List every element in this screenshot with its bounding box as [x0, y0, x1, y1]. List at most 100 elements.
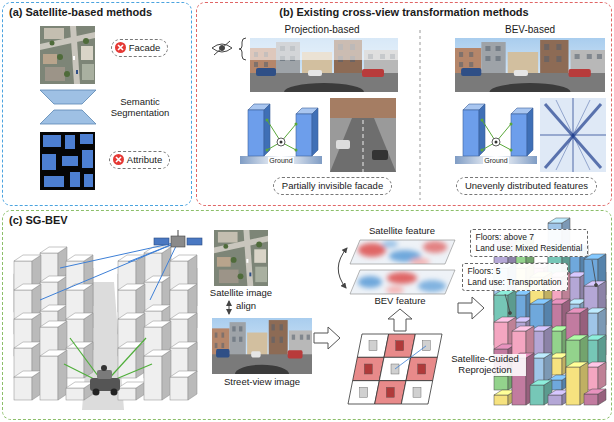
satellite-feature-map [358, 243, 386, 257]
reprojection-grid [406, 357, 437, 380]
reprojection-grid [396, 341, 404, 351]
panel-title: (c) SG-BEV [9, 214, 605, 227]
building-view-figure [455, 104, 537, 164]
city-illustration [170, 377, 188, 400]
reprojection-grid [395, 346, 426, 369]
bev-feature-map [345, 268, 460, 298]
city-illustration [144, 305, 171, 311]
figure-label: Ground [268, 157, 293, 165]
divider [420, 30, 421, 200]
satellite-feature-map [350, 240, 455, 264]
attribute-city [584, 389, 606, 394]
reprojection-grid [353, 357, 384, 380]
callout-text: Floors: 5 [468, 266, 562, 277]
satellite-image [214, 230, 268, 286]
attribute-callout: Floors: 5Land use: Transportation [462, 263, 568, 291]
segmentation-map [40, 132, 95, 190]
city-illustration [66, 342, 93, 348]
reprojection-grid [413, 387, 421, 397]
city-illustration [118, 382, 145, 388]
reprojection-grid [348, 381, 379, 404]
reprojection-grid [422, 341, 430, 351]
attribute-city [584, 281, 606, 286]
bev-map [556, 100, 590, 170]
satellite-feature-map [423, 241, 447, 253]
city-illustration [66, 382, 93, 388]
eye-slash-icon [239, 38, 246, 60]
street-photo [330, 118, 396, 172]
city-illustration [144, 321, 171, 327]
figure-label: align [236, 301, 256, 312]
sensing-rays [40, 242, 178, 384]
attribute-city [494, 395, 508, 405]
panorama-image [455, 38, 605, 101]
street-photo [330, 98, 396, 118]
sensing-rays [40, 242, 178, 300]
city-illustration [162, 350, 171, 400]
pill-text: Unevenly distributed features [465, 179, 588, 193]
city-illustration [82, 282, 124, 410]
city-illustration [66, 313, 93, 319]
hollow-arrow [314, 327, 340, 349]
street-photo [372, 150, 388, 160]
status-pill: Facade [111, 39, 169, 57]
street-view-image [212, 318, 312, 383]
encoder-decoder [40, 90, 96, 124]
leader-line [595, 284, 598, 287]
cross-icon [115, 42, 126, 53]
satellite-feature-map [345, 238, 460, 268]
align-arrow [229, 301, 230, 314]
cross-icon [113, 154, 124, 165]
eye-slash-icon [214, 41, 230, 55]
building-view-figure [240, 104, 322, 164]
callout-text: Land use: Transportation [468, 277, 562, 288]
city-illustration [40, 247, 67, 253]
cross-icon [115, 42, 126, 53]
satellite-icon [178, 230, 179, 236]
figure-label: Ground [483, 157, 508, 165]
panel-title: (a) Satellite-based methods [9, 6, 185, 19]
building-view-figure [455, 104, 537, 164]
encoder-decoder [40, 90, 96, 104]
satellite-icon [187, 238, 202, 245]
figure-label: Satellite feature [369, 226, 435, 237]
bev-feature-map [345, 268, 460, 298]
city-illustration [144, 350, 171, 356]
bev-feature-map [345, 268, 460, 298]
city-illustration [14, 247, 197, 410]
panel-title: (b) Existing cross-view transformation m… [203, 6, 605, 19]
bev-feature-map [386, 286, 404, 294]
reprojection-grid [401, 381, 432, 404]
bev-feature-map [358, 276, 382, 288]
bev-feature-map [418, 280, 446, 292]
city-illustration [40, 321, 67, 327]
city-illustration [144, 276, 171, 282]
cross-icon [113, 154, 124, 165]
city-illustration [40, 276, 67, 282]
building-view-figure [240, 104, 322, 164]
city-illustration [170, 255, 197, 261]
city-illustration [118, 313, 145, 319]
robot-car [90, 365, 120, 396]
sensing-rays [40, 242, 178, 300]
eye-slash-icon [212, 38, 246, 60]
divider [420, 30, 421, 200]
align-arrow [229, 301, 230, 314]
reprojection-grid [418, 364, 426, 374]
city-illustration [14, 255, 41, 261]
robot-car [111, 389, 118, 396]
city-illustration [14, 313, 41, 319]
city-illustration [58, 350, 67, 400]
status-pill: Unevenly distributed features [456, 177, 597, 195]
satellite-icon [154, 230, 202, 247]
leader-line [509, 312, 512, 315]
attribute-city [494, 376, 508, 390]
city-illustration [144, 356, 162, 400]
figure-label: BEV feature [374, 296, 425, 307]
callout-text: Land use: Mixed Residential [476, 243, 583, 254]
panorama-image [250, 38, 398, 60]
bev-map [540, 98, 606, 172]
reprojection-grid [375, 381, 406, 404]
